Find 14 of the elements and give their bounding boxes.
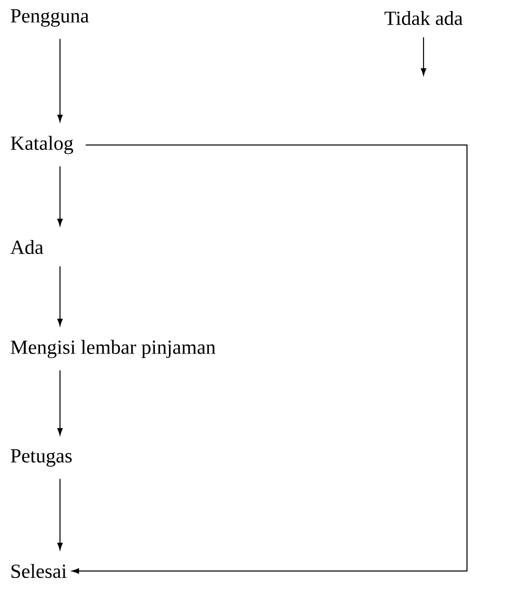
arrow	[57, 38, 63, 122]
step-label: Tidak ada	[384, 10, 463, 26]
arrow	[57, 370, 63, 436]
arrow	[72, 144, 468, 574]
arrow	[57, 478, 63, 550]
step-label: Selesai	[12, 564, 66, 578]
arrow	[57, 166, 63, 226]
step-label: Ada	[10, 240, 44, 254]
step-label: Pengguna	[10, 9, 89, 27]
step-label: Katalog	[10, 136, 74, 154]
arrow	[57, 266, 63, 326]
step-label: Petugas	[10, 449, 72, 467]
arrow	[420, 36, 426, 76]
step-label: Mengisi lembar pinjaman	[10, 340, 216, 358]
